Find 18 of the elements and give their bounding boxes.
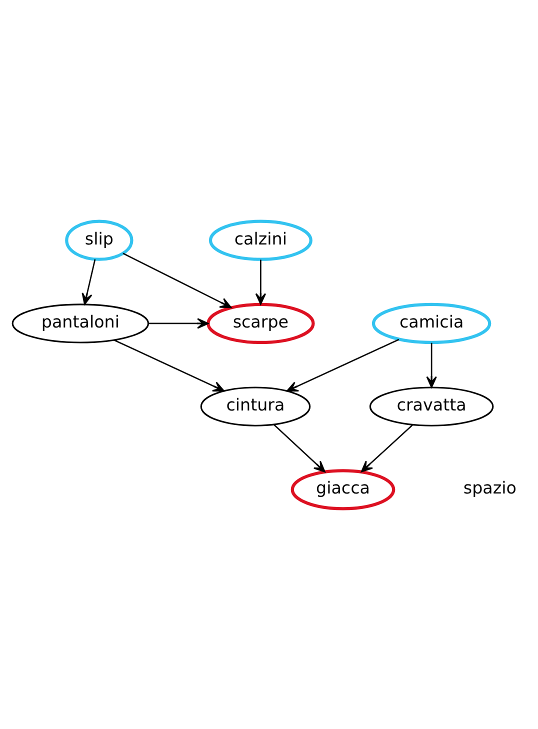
node-ellipse: camicia: [372, 302, 492, 344]
node-ellipse: slip: [65, 219, 134, 260]
arrow: [426, 342, 437, 388]
node-ellipse: pantaloni: [12, 303, 150, 343]
arrow: [114, 339, 225, 392]
arrow: [286, 338, 400, 392]
node-ellipse: calzini: [208, 219, 312, 260]
node-ellipse: scarpe: [206, 302, 315, 344]
arrow: [274, 424, 326, 472]
node-ellipse: giacca: [290, 468, 396, 510]
arrow: [82, 258, 96, 304]
arrow: [148, 318, 209, 328]
arrow: [360, 424, 413, 472]
arrow: [255, 259, 266, 304]
node-ellipse: cravatta: [369, 386, 494, 426]
arrow: [122, 252, 232, 308]
label: spazio: [463, 478, 516, 498]
node-ellipse: cintura: [200, 386, 311, 426]
